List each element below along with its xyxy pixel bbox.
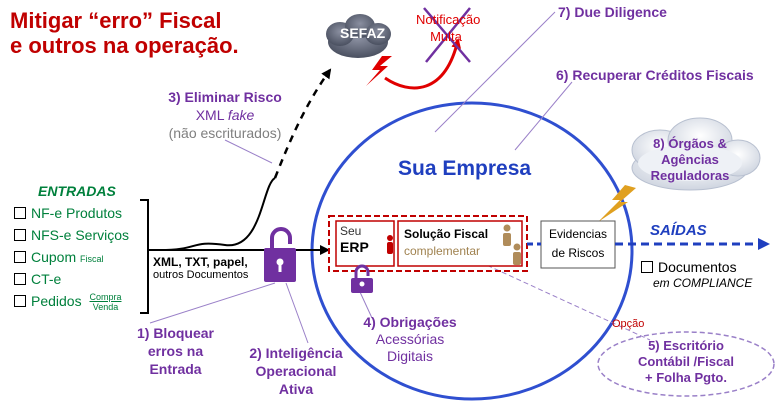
orgaos-line-3: Reguladoras [650, 168, 730, 183]
orgaos-line-2: Agências [661, 152, 719, 167]
inteligencia-label: 2) Inteligência Operacional Ativa [237, 344, 355, 398]
entrada-item-pedidos: Pedidos Compra Venda [14, 292, 122, 312]
eliminar-nao-escriturados: (não escriturados) [168, 125, 282, 141]
eliminar-risco-label: 3) Eliminar Risco XML fake (não escritur… [150, 88, 300, 142]
eliminar-fake: fake [227, 107, 255, 123]
entrada-suffix: Fiscal [80, 254, 104, 264]
obrigacoes-label: 4) Obrigações Acessórias Digitais [355, 314, 465, 365]
sua-empresa-label: Sua Empresa [398, 157, 532, 180]
cloud-icon [326, 14, 391, 58]
notificacao-line-1: Notificação [416, 12, 481, 27]
flow-label: XML, TXT, papel, outros Documentos [153, 256, 248, 282]
checkbox-icon [641, 261, 653, 273]
obrigacoes-line-3: Digitais [387, 348, 433, 364]
checkbox-icon [14, 295, 26, 307]
obrigacoes-line-2: Acessórias [375, 331, 445, 347]
pedidos-compra: Compra [89, 292, 122, 302]
entrada-label: Pedidos [31, 293, 82, 309]
lock-icon [351, 264, 373, 293]
notificacao-multa: Notificação Multa [416, 11, 481, 45]
lock-icon [264, 227, 296, 282]
cloud-icon [631, 117, 761, 191]
lightning-icon [598, 185, 636, 222]
evidencias-box: Evidencias de Riscos [541, 225, 615, 263]
page-title: Mitigar “erro” Fiscal e outros na operaç… [10, 8, 239, 58]
flow-line-2: outros Documentos [153, 269, 249, 281]
orgaos-line-1: 8) Órgãos & [653, 136, 727, 151]
inteligencia-line-1: 2) Inteligência [249, 345, 343, 361]
eliminar-title: 3) Eliminar Risco [168, 89, 282, 105]
notificacao-line-2: Multa [430, 29, 462, 44]
checkbox-icon [14, 207, 26, 219]
checkbox-icon [14, 273, 26, 285]
entrada-item-nfse: NFS-e Serviços [14, 227, 129, 243]
eliminar-xml: XML [195, 107, 228, 123]
obrigacoes-line-1: 4) Obrigações [363, 314, 457, 330]
escritorio-line-3: + Folha Pgto. [645, 370, 727, 385]
person-icon [387, 235, 393, 254]
opcao-label: Opção [612, 318, 645, 330]
erp-label: ERP [340, 239, 369, 255]
sefaz-label: SEFAZ [340, 25, 386, 41]
due-diligence-label: 7) Due Diligence [558, 4, 667, 20]
orgaos-label: 8) Órgãos & Agências Reguladoras [640, 136, 740, 184]
bloquear-line-1: 1) Bloquear [136, 325, 214, 341]
inteligencia-line-2: Operacional [255, 363, 337, 379]
solucao-fiscal-box: Solução Fiscal complementar [404, 226, 488, 260]
solucao-line-1: Solução Fiscal [404, 227, 489, 241]
title-line-1: Mitigar “erro” Fiscal [10, 8, 222, 33]
checkbox-icon [14, 251, 26, 263]
person-icon [503, 224, 521, 265]
checkbox-icon [14, 229, 26, 241]
entrada-item-cupom: Cupom Fiscal [14, 249, 104, 265]
escritorio-line-1: 5) Escritório [648, 338, 724, 353]
documentos-line-1: Documentos [658, 259, 737, 275]
bloquear-line-3: Entrada [149, 361, 202, 377]
documentos-line-2: em COMPLIANCE [653, 276, 753, 290]
entrada-item-cte: CT-e [14, 271, 61, 287]
entrada-label: Cupom [31, 249, 77, 265]
escritorio-line-2: Contábil /Fiscal [637, 354, 735, 369]
evidencias-line-2: de Riscos [551, 246, 605, 260]
solucao-line-2: complementar [404, 244, 481, 258]
erp-box: Seu ERP [340, 223, 369, 255]
entrada-item-nfe: NF-e Produtos [14, 205, 122, 221]
entrada-label: NF-e Produtos [31, 205, 123, 221]
bloquear-line-2: erros na [147, 343, 204, 359]
bloquear-label: 1) Bloquear erros na Entrada [128, 324, 223, 378]
flow-line-1: XML, TXT, papel, [153, 255, 248, 269]
title-line-2: e outros na operação. [10, 33, 239, 58]
saidas-label: SAÍDAS [650, 222, 707, 239]
erp-seu: Seu [340, 224, 362, 238]
evidencias-line-1: Evidencias [548, 227, 608, 241]
lightning-icon [366, 56, 392, 86]
entrada-label: CT-e [31, 271, 62, 287]
documentos-compliance: Documentos em COMPLIANCE [641, 259, 752, 291]
escritorio-label: 5) Escritório Contábil /Fiscal + Folha P… [620, 338, 752, 386]
inteligencia-line-3: Ativa [278, 381, 314, 397]
recuperar-creditos-label: 6) Recuperar Créditos Fiscais [556, 67, 754, 83]
entradas-heading: ENTRADAS [38, 183, 116, 199]
pedidos-venda: Venda [92, 302, 119, 312]
entrada-label: NFS-e Serviços [31, 227, 130, 243]
